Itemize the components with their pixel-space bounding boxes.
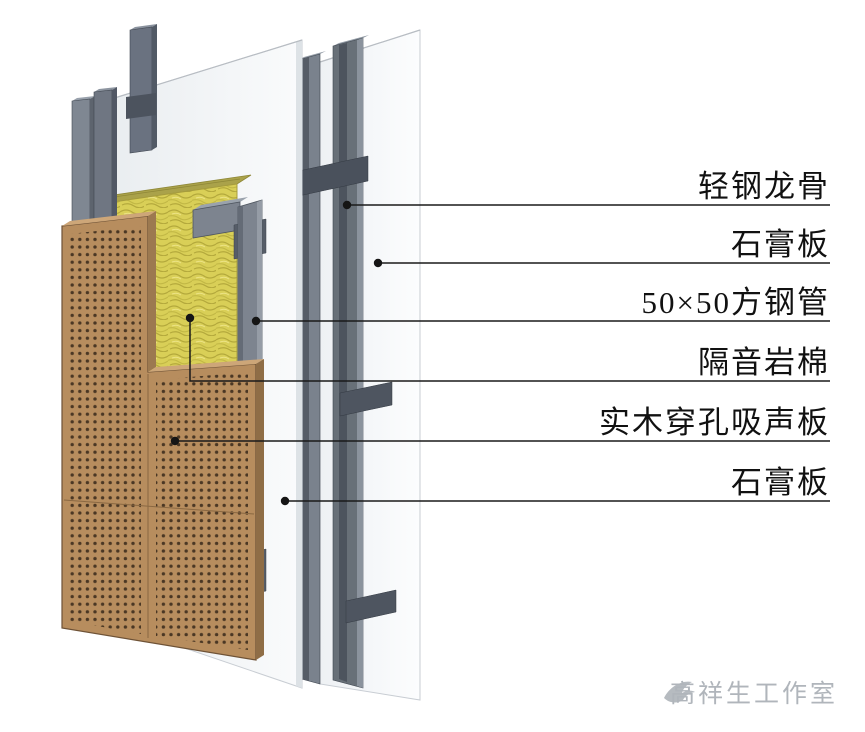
wood-top-face-left: [62, 211, 156, 226]
watermark-logo-icon: [664, 681, 695, 703]
wood-right-side-face: [256, 359, 264, 660]
label-perforated-wood-panel: 实木穿孔吸声板: [599, 405, 830, 440]
steel-keel-back: [332, 35, 369, 689]
label-gypsum-board-back: 石膏板: [731, 227, 830, 262]
wood-step-top-face: [148, 359, 264, 372]
leader-dot-keel: [342, 200, 352, 210]
wood-notch-side-face: [148, 211, 156, 372]
leader-dot-wood-panel: [170, 436, 180, 446]
leader-dot-gypsum-mid: [280, 496, 290, 506]
label-square-steel-tube: 50×50方钢管: [642, 285, 830, 320]
steel-stud-top: [126, 24, 157, 154]
label-rockwool: 隔音岩棉: [698, 345, 830, 380]
keel-bracket-middle: [339, 381, 393, 417]
leader-dot-tube: [251, 316, 261, 326]
wood-perforations-main: [156, 372, 248, 650]
labels: 轻钢龙骨 石膏板 50×50方钢管 隔音岩棉 实木穿孔吸声板 石膏板: [599, 169, 830, 500]
label-light-steel-keel: 轻钢龙骨: [698, 169, 830, 204]
keel-bracket-bottom: [345, 589, 397, 624]
watermark: 高祥生工作室: [664, 680, 838, 708]
steel-stud-left-2: [93, 87, 117, 228]
leader-line-rockwool: [189, 318, 830, 382]
wood-seam-horizontal: [63, 499, 255, 515]
watermark-text: 高祥生工作室: [670, 680, 838, 708]
label-gypsum-board-mid: 石膏板: [731, 465, 830, 500]
leader-dot-rockwool: [185, 313, 195, 323]
steel-stud-left-1: [71, 96, 95, 228]
leader-lines: [170, 200, 830, 506]
wood-perforations-left: [70, 226, 141, 634]
steel-keel-front: [297, 51, 326, 685]
leader-dot-gypsum-back: [373, 258, 383, 268]
